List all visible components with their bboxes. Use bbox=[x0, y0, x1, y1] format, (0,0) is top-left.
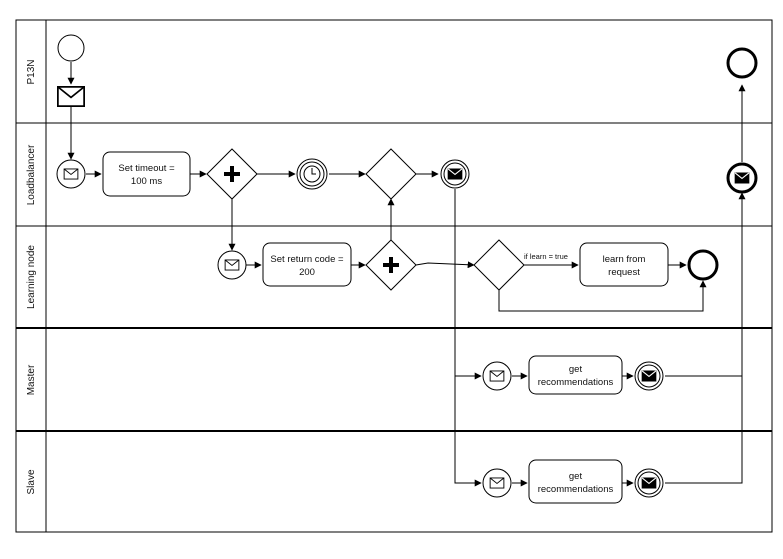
task-label-line1: get bbox=[569, 471, 583, 482]
flow-join-to-xor bbox=[415, 261, 475, 269]
task-set-return-code: Set return code = 200 bbox=[262, 242, 352, 287]
lane-label-loadbalancer: Loadbalancer bbox=[26, 144, 37, 205]
task-box bbox=[528, 355, 623, 395]
flow-xor-default-to-end bbox=[498, 280, 707, 312]
task-box bbox=[528, 459, 623, 504]
envelope-icon bbox=[447, 168, 463, 180]
task-learn-from-request: learn from request bbox=[579, 242, 669, 287]
slave-receive-message-event bbox=[482, 468, 512, 498]
master-receive-message-event bbox=[482, 361, 512, 391]
parallel-gateway-fork bbox=[206, 148, 258, 200]
master-end-message-event bbox=[634, 361, 664, 391]
task-label-line2: request bbox=[608, 267, 640, 278]
task-box bbox=[102, 151, 191, 197]
task-label-line2: recommendations bbox=[538, 484, 614, 495]
envelope-icon bbox=[489, 477, 505, 489]
envelope-icon bbox=[641, 477, 657, 489]
flow-lb-send-to-slave bbox=[454, 376, 482, 487]
task-label-line2: 100 ms bbox=[131, 176, 162, 187]
plus-icon bbox=[383, 257, 399, 273]
clock-hands-icon bbox=[311, 168, 316, 175]
lb-throw-message-event bbox=[726, 162, 758, 194]
end-event-icon bbox=[687, 249, 719, 281]
envelope-icon bbox=[63, 168, 79, 180]
envelope-icon bbox=[641, 370, 657, 382]
task-label-line2: 200 bbox=[299, 267, 315, 278]
task-slave-get-recommendations: get recommendations bbox=[528, 459, 623, 504]
lb-send-message-event bbox=[440, 159, 470, 189]
flow-slave-end-to-lb bbox=[665, 376, 743, 484]
plus-icon bbox=[224, 166, 240, 182]
sequence-flows bbox=[67, 62, 746, 487]
task-label-line1: get bbox=[569, 364, 583, 375]
task-master-get-recommendations: get recommendations bbox=[528, 355, 623, 395]
exclusive-gateway-diamond-icon bbox=[473, 239, 525, 291]
lane-label-p13n: P13N bbox=[26, 59, 37, 84]
lane-label-slave: Slave bbox=[26, 469, 37, 494]
start-event-icon bbox=[57, 34, 85, 62]
task-label-line1: Set return code = bbox=[270, 254, 344, 265]
envelope-icon bbox=[489, 370, 505, 382]
condition-label: if learn = true bbox=[524, 252, 568, 261]
learning-receive-message-event bbox=[217, 250, 247, 280]
task-label-line2: recommendations bbox=[538, 377, 614, 388]
slave-end-message-event bbox=[634, 468, 664, 498]
task-set-timeout: Set timeout = 100 ms bbox=[102, 151, 191, 197]
message-envelope-icon bbox=[56, 86, 86, 107]
envelope-icon bbox=[734, 172, 750, 184]
lane-label-master: Master bbox=[26, 364, 37, 395]
parallel-gateway-join bbox=[365, 239, 417, 291]
lane-label-learning-node: Learning node bbox=[26, 245, 37, 309]
exclusive-gateway-diamond-icon bbox=[365, 148, 417, 200]
timer-event bbox=[296, 158, 328, 190]
lb-receive-message-event bbox=[56, 159, 86, 189]
task-label-line1: Set timeout = bbox=[118, 163, 175, 174]
task-label-line1: learn from bbox=[603, 254, 646, 265]
task-box bbox=[579, 242, 669, 287]
end-event-icon bbox=[726, 47, 758, 79]
envelope-icon bbox=[224, 259, 240, 271]
task-box bbox=[262, 242, 352, 287]
